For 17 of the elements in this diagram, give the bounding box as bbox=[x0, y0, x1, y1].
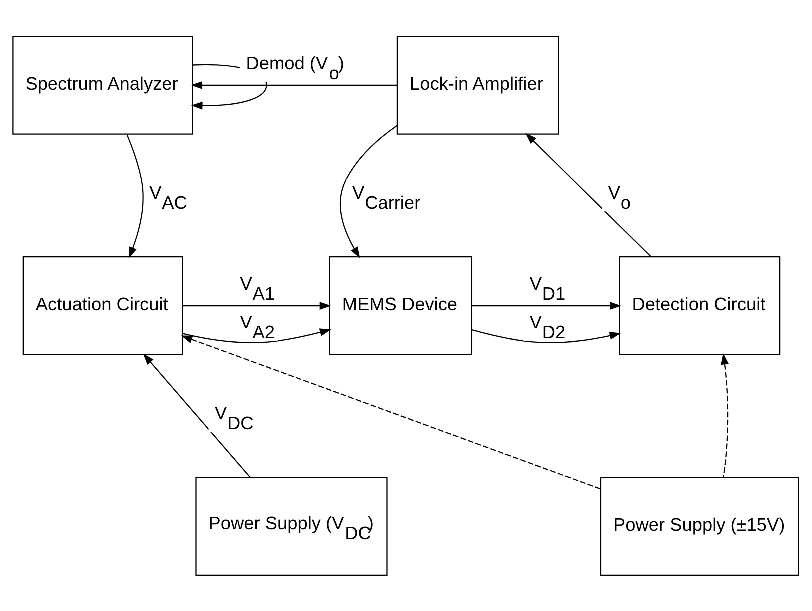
arrow bbox=[182, 328, 332, 343]
arrow bbox=[526, 132, 652, 257]
arrow bbox=[721, 352, 729, 478]
node-box: Lock-in Amplifier bbox=[396, 35, 560, 134]
arrow bbox=[472, 302, 622, 310]
node-box: MEMS Device bbox=[329, 256, 472, 355]
arrow bbox=[340, 124, 398, 258]
arrow bbox=[126, 134, 144, 258]
node-box: Spectrum Analyzer bbox=[12, 35, 194, 134]
arrow bbox=[181, 335, 601, 490]
node-box: Detection Circuit bbox=[619, 256, 781, 355]
node-box: Actuation Circuit bbox=[22, 256, 184, 355]
arrow bbox=[191, 80, 398, 89]
node-box: Power Supply (±15V) bbox=[600, 476, 800, 576]
arrow bbox=[182, 302, 332, 310]
arrow bbox=[472, 329, 622, 344]
arrow bbox=[143, 353, 251, 478]
